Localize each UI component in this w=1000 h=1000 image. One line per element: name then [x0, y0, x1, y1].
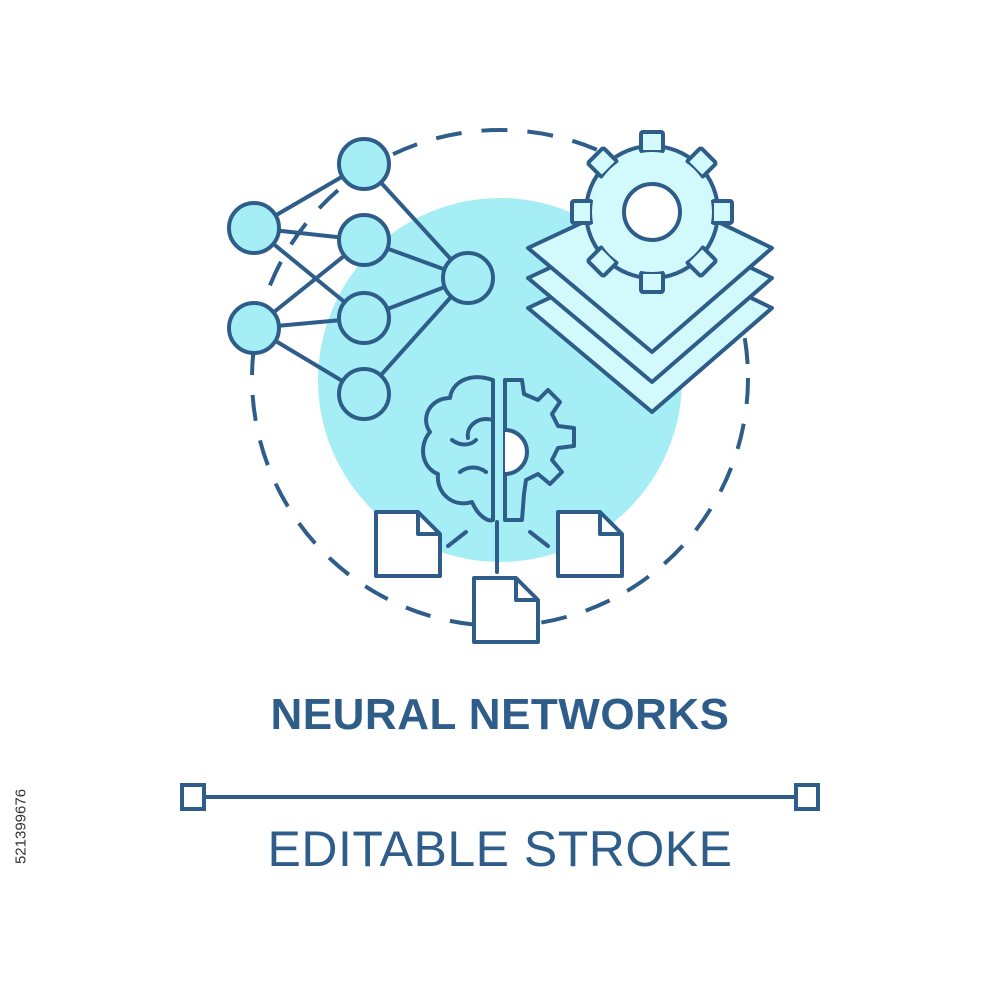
gear-icon	[570, 130, 734, 294]
editable-stroke-line	[180, 783, 820, 811]
stock-id: 521399676	[12, 788, 30, 865]
neural-network-icon	[227, 137, 495, 421]
page-subtitle: EDITABLE STROKE	[267, 821, 733, 877]
document-icon	[374, 510, 624, 644]
brain-gear-icon	[421, 375, 576, 574]
page-title: NEURAL NETWORKS	[270, 690, 730, 739]
